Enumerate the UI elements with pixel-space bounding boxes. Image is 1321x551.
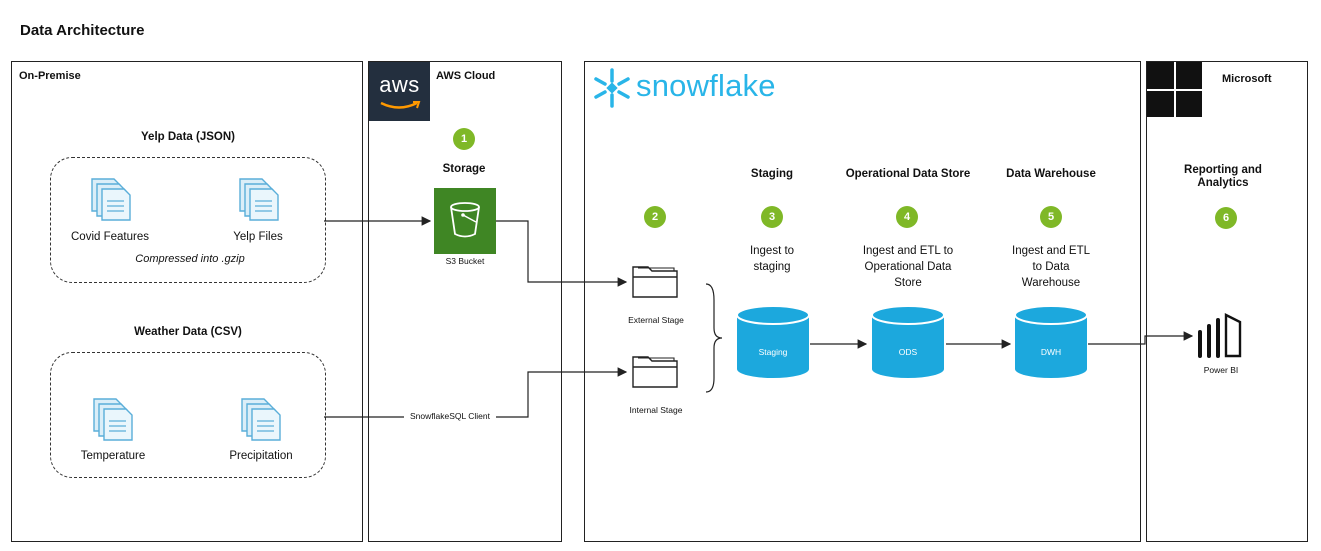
staging-db-label: Staging [758,347,788,357]
snowflakesql-client-label: SnowflakeSQL Client [404,411,496,421]
staging-database-icon [736,305,810,378]
ods-title: Operational Data Store [845,168,971,180]
dwh-db-label: DWH [1040,347,1062,357]
aws-logo: aws [369,62,430,121]
staging-desc: Ingest to staging [749,245,795,273]
microsoft-logo-icon [1147,62,1202,117]
snowflake-icon [594,68,630,108]
file-icon [241,398,281,441]
aws-logo-text: aws [379,72,420,97]
reporting-title: Reporting and Analytics [1184,164,1262,189]
aws-smile-icon [380,101,421,109]
precipitation-label: Precipitation [229,450,293,462]
file-icon [239,178,279,221]
temperature-label: Temperature [80,450,146,462]
page-title: Data Architecture [20,22,145,39]
file-icon [91,178,131,221]
microsoft-label: Microsoft [1222,73,1272,85]
ods-db-label: ODS [898,347,918,357]
s3-bucket-label: S3 Bucket [445,256,485,266]
yelp-data-group [50,157,326,283]
onprem-label: On-Premise [19,70,81,82]
covid-features-label: Covid Features [71,231,149,243]
dwh-database-icon [1014,305,1088,378]
aws-label: AWS Cloud [436,70,496,82]
microsoft-panel [1146,61,1308,542]
step-1-badge: 1 [453,128,475,150]
snowflake-logo-text: snowflake [636,68,776,103]
gzip-note: Compressed into .gzip [135,253,245,265]
bucket-icon [450,202,480,238]
staging-title: Staging [750,168,794,180]
snowflake-logo: snowflake [590,66,780,110]
step-5-badge: 5 [1040,206,1062,228]
step-2-badge: 2 [644,206,666,228]
step-3-badge: 3 [761,206,783,228]
storage-title: Storage [442,163,486,175]
weather-data-group [50,352,326,478]
folder-icon [632,356,678,388]
dwh-to-powerbi-arrow [1088,331,1194,345]
s3-bucket-icon [434,188,496,254]
yelp-data-title: Yelp Data (JSON) [141,131,235,143]
step-6-badge: 6 [1215,207,1237,229]
power-bi-label: Power BI [1203,365,1239,375]
yelp-files-label: Yelp Files [233,231,283,243]
dwh-desc: Ingest and ETL to Data Warehouse [1012,245,1090,289]
snowflake-panel [584,61,1141,542]
dwh-title: Data Warehouse [1006,168,1096,180]
folder-icon [632,266,678,298]
step-4-badge: 4 [896,206,918,228]
external-stage-label: External Stage [628,315,684,325]
ods-database-icon [871,305,945,378]
weather-data-title: Weather Data (CSV) [134,326,242,338]
file-icon [93,398,133,441]
power-bi-icon [1198,313,1242,358]
ods-desc: Ingest and ETL to Operational Data Store [862,245,954,289]
stages-brace [705,283,723,393]
internal-stage-label: Internal Stage [629,405,683,415]
s3-to-external-arrow [496,220,628,287]
